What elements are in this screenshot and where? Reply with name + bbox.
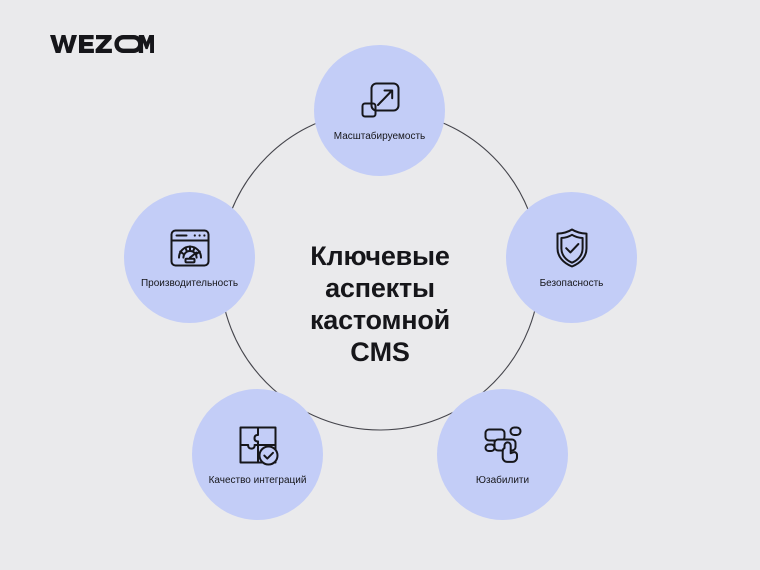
page-title: Ключевые аспекты кастомной CMS (280, 240, 480, 368)
puzzle-check-icon (235, 422, 281, 468)
shield-check-icon (549, 225, 595, 271)
node-security[interactable]: Безопасность (506, 192, 637, 323)
node-usability-label: Юзабилити (475, 475, 530, 486)
browser-speedometer-icon (167, 225, 213, 271)
wezom-logo (50, 30, 154, 58)
page-title-line-4: CMS (350, 337, 410, 367)
page-title-line-3: кастомной (309, 305, 451, 335)
node-integrations-label: Качество интеграций (208, 475, 307, 486)
page-title-line-2: аспекты (325, 273, 435, 303)
scalability-arrow-icon (357, 78, 403, 124)
page-title-line-1: Ключевые (310, 241, 450, 271)
node-performance[interactable]: Производительность (124, 192, 255, 323)
node-scalability[interactable]: Масштабируемость (314, 45, 445, 176)
node-performance-label: Производительность (140, 278, 239, 289)
node-usability[interactable]: Юзабилити (437, 389, 568, 520)
node-security-label: Безопасность (539, 278, 604, 289)
hand-pointer-ui-icon (480, 422, 526, 468)
node-integrations[interactable]: Качество интеграций (192, 389, 323, 520)
node-scalability-label: Масштабируемость (333, 131, 426, 142)
wezom-logo-wordmark (50, 35, 154, 53)
